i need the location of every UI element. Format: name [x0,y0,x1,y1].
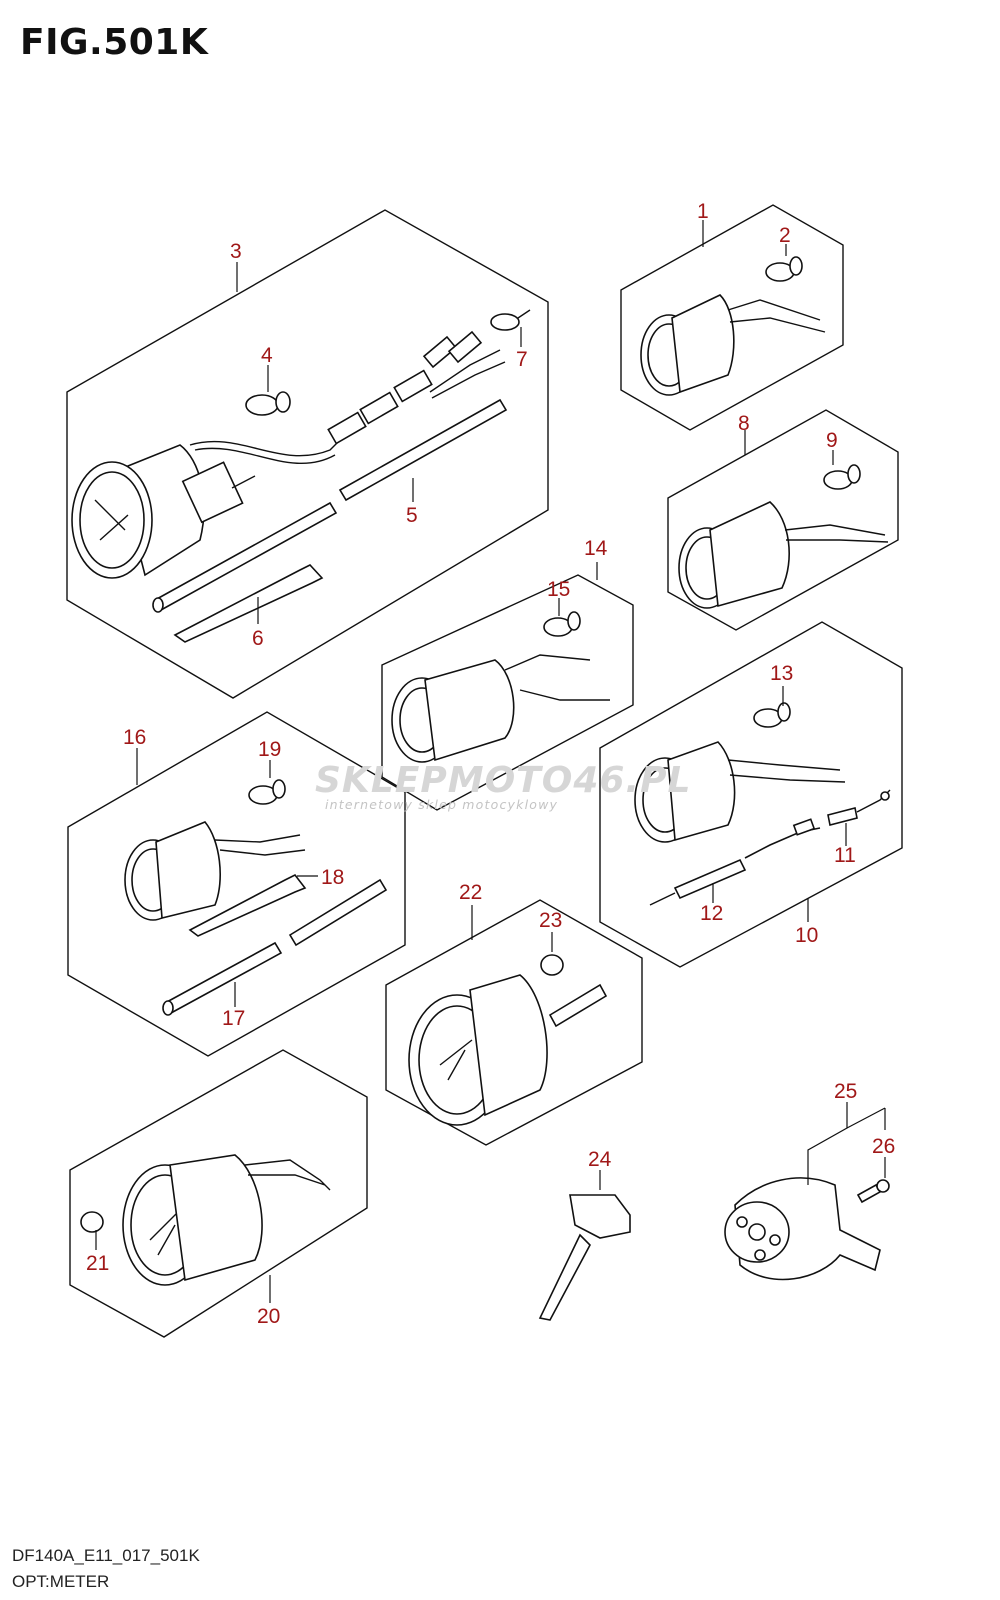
group-22-meter [385,899,643,1146]
group-14-meter [381,574,634,811]
bulb-15 [543,611,581,637]
callout-24: 24 [588,1148,612,1171]
bulb-9 [823,464,861,490]
group-20-meter [69,1049,368,1338]
tube-17 [162,878,388,1016]
callout-22: 22 [459,881,482,904]
callout-14: 14 [584,537,608,560]
callout-26: 26 [872,1135,895,1158]
callout-11: 11 [834,844,856,867]
callout-5: 5 [406,504,418,527]
callout-13: 13 [770,662,793,685]
callout-8: 8 [738,412,750,435]
cord-11 [827,789,891,826]
callout-15: 15 [547,578,570,601]
callout-10: 10 [795,924,818,947]
callout-17: 17 [222,1007,245,1030]
watermark-tagline: internetowy sklep motocyklowy [325,797,559,812]
callout-labels: 1 2 3 4 5 6 7 8 9 10 11 12 13 14 15 16 1… [86,200,895,1328]
callout-4: 4 [261,344,273,367]
leader-lines [95,220,886,1303]
callout-12: 12 [700,902,723,925]
bulb-19 [248,779,286,805]
group-16-meter-kit [67,711,406,1057]
figure-footer: DF140A_E11_017_501K OPT:METER [12,1543,200,1595]
callout-23: 23 [539,909,562,932]
sender-24 [538,1194,631,1321]
figure-code: DF140A_E11_017_501K [12,1546,200,1565]
tube-5 [152,398,508,613]
callout-6: 6 [252,627,264,650]
callout-20: 20 [257,1305,280,1328]
bulb-13 [753,702,791,728]
bracket-25 [724,1177,881,1281]
bulb-2 [765,256,803,282]
tie-6 [173,564,324,643]
callout-2: 2 [779,224,791,247]
callout-16: 16 [123,726,146,749]
figure-title: FIG.501K [20,22,209,63]
cord-12 [649,818,821,906]
group-1-meter [620,204,844,431]
bulb-7 [490,309,531,331]
callout-9: 9 [826,429,838,452]
screw-26 [856,1179,890,1204]
callout-25: 25 [834,1080,857,1103]
watermark-brand: SKLEPMOTO46.PL [315,760,692,801]
group-8-meter [667,409,899,631]
callout-19: 19 [258,738,281,761]
harness-3 [327,330,506,445]
bulb-4 [245,391,291,416]
callout-3: 3 [230,240,242,263]
tie-18 [188,873,307,937]
callout-7: 7 [516,348,528,371]
callout-18: 18 [321,866,344,889]
bulb-23 [540,954,564,976]
group-10-meter-kit [599,621,903,968]
group-3-meter-kit [66,209,549,699]
callout-21: 21 [86,1252,109,1275]
meter-3 [71,429,351,579]
bulb-21 [80,1211,104,1233]
callout-1: 1 [697,200,709,223]
watermark: SKLEPMOTO46.PL internetowy sklep motocyk… [315,760,692,812]
figure-name: OPT:METER [12,1572,110,1591]
